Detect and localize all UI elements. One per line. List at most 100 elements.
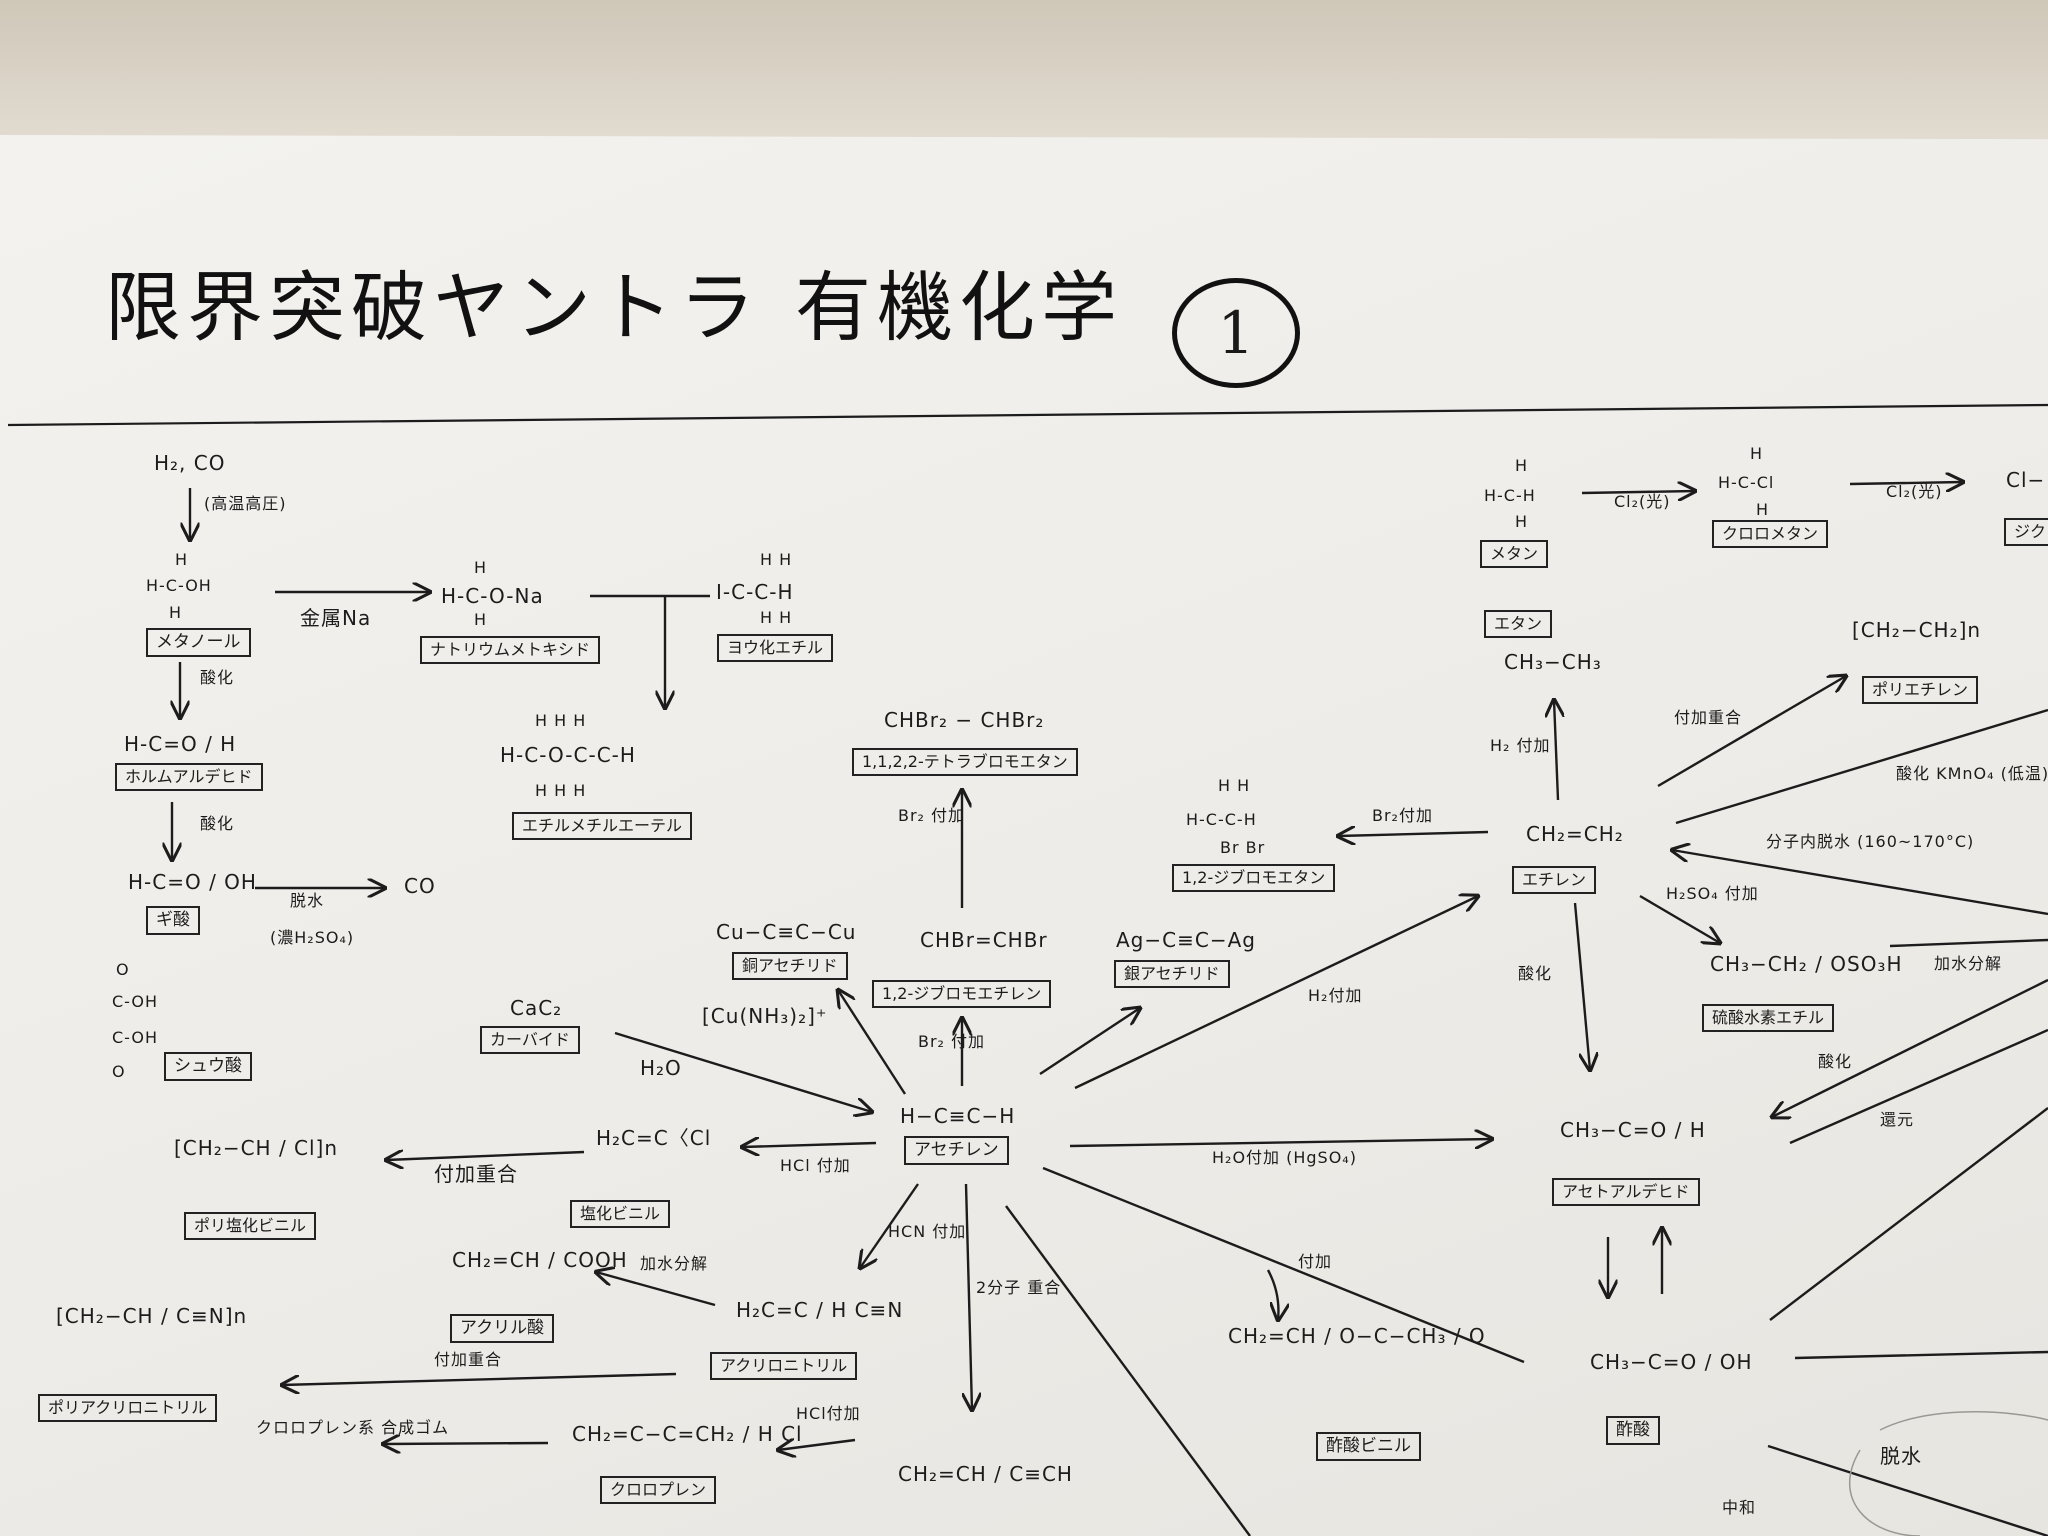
na-methoxide-h-bottom: H: [474, 610, 488, 629]
oxalic-o-top: O: [116, 960, 130, 979]
chloromethane-h-top: H: [1750, 444, 1764, 463]
copper-acetylide-label: 銅アセチリド: [732, 952, 848, 980]
neutralization-label: 中和: [1722, 1498, 1757, 1517]
vinyl-acetate-structure: CH₂=CH / O−C−CH₃ / O: [1228, 1324, 1486, 1348]
acetic-acid-structure: CH₃−C=O / OH: [1590, 1350, 1753, 1374]
ethyl-methyl-ether-structure: H-C-O-C-C-H: [500, 743, 636, 767]
pan-label: ポリアクリロニトリル: [38, 1394, 218, 1422]
iodoethane-structure: I-C-C-H: [716, 580, 794, 604]
acetaldehyde-label: アセトアルデヒド: [1552, 1178, 1700, 1206]
calcium-carbide-formula: CaC₂: [510, 996, 563, 1020]
carbide-label: カーバイド: [480, 1026, 580, 1054]
chloroprene-label: クロロプレン: [600, 1476, 717, 1504]
ethane-structure: CH₃−CH₃: [1504, 650, 1602, 674]
copper-acetylide-structure: Cu−C≡C−Cu: [716, 920, 857, 944]
dehydration-label-2: 脱水: [1880, 1444, 1922, 1468]
oxalic-c-oh-2: C-OH: [112, 1028, 159, 1047]
chloroprene-structure: CH₂=C−C=CH₂ / H Cl: [572, 1422, 803, 1446]
methane-label: メタン: [1480, 540, 1549, 568]
ethylene-structure: CH₂=CH₂: [1526, 822, 1624, 846]
water-reagent: H₂O: [640, 1056, 682, 1080]
hcn-addition-label: HCN 付加: [888, 1222, 967, 1241]
formic-acid-structure: H-C=O / OH: [128, 870, 257, 894]
methanol-structure: H-C-OH: [146, 576, 212, 595]
sheet-number-circle: 1: [1172, 278, 1300, 388]
addition-polymerization-1: 付加重合: [434, 1162, 518, 1186]
methane-structure: H-C-H: [1484, 486, 1536, 505]
vinylacetylene-structure: CH₂=CH / C≡CH: [898, 1462, 1073, 1486]
dibromoethylene-structure: CHBr=CHBr: [920, 928, 1048, 952]
metal-na-reagent: 金属Na: [300, 606, 372, 630]
condition-high-temp-pressure: (高温高圧): [204, 494, 287, 513]
oxalic-c-oh-1: C-OH: [112, 992, 159, 1011]
next-product-cut: Cl−: [2006, 468, 2046, 492]
h2so4-addition: H₂SO₄ 付加: [1666, 884, 1759, 903]
pvc-label: ポリ塩化ビニル: [184, 1212, 317, 1240]
formic-acid-label: ギ酸: [146, 906, 200, 935]
acetic-acid-label: 酢酸: [1606, 1416, 1660, 1445]
chloromethane-h-bottom: H: [1756, 500, 1770, 519]
polyethylene-label: ポリエチレン: [1862, 676, 1979, 704]
acetylene-label: アセチレン: [904, 1136, 1009, 1165]
ethyl-hydrogen-sulfate-label: 硫酸水素エチル: [1702, 1004, 1835, 1032]
tetrabromoethane-label: 1,1,2,2-テトラブロモエタン: [852, 748, 1078, 776]
br2-addition-1: Br₂ 付加: [898, 806, 966, 825]
ethylene-label: エチレン: [1512, 866, 1597, 894]
acrylic-acid-label: アクリル酸: [450, 1314, 555, 1343]
silver-acetylide-structure: Ag−C≡C−Ag: [1116, 928, 1256, 952]
hcl-addition-label: HCl 付加: [780, 1156, 851, 1175]
kmno4-oxidation: 酸化 KMnO₄ (低温): [1896, 764, 2048, 783]
hcl-addition-label-2: HCl付加: [796, 1404, 861, 1423]
methanol-label: メタノール: [146, 628, 251, 657]
iodoethane-h-top: H H: [760, 550, 793, 569]
reduction-label: 還元: [1880, 1110, 1915, 1129]
dibromoethylene-label: 1,2-ジブロモエチレン: [872, 980, 1052, 1008]
copper-ammine-complex: [Cu(NH₃)₂]⁺: [702, 1004, 828, 1028]
methanol-h-bottom: H: [169, 603, 183, 622]
h2o-addition-label: H₂O付加 (HgSO₄): [1212, 1148, 1357, 1167]
oxidation-label-2: 酸化: [200, 814, 235, 833]
oxidation-label-4: 酸化: [1818, 1052, 1853, 1071]
chloromethane-label: クロロメタン: [1712, 520, 1829, 548]
page-title: 限界突破ヤントラ: [105, 263, 761, 352]
tetrabromoethane-structure: CHBr₂ − CHBr₂: [884, 708, 1045, 732]
ether-h-top: H H H: [535, 711, 587, 730]
ethyl-methyl-ether-label: エチルメチルエーテル: [512, 812, 693, 840]
acrylonitrile-structure: H₂C=C / H C≡N: [736, 1298, 904, 1322]
pan-structure: [CH₂−CH / C≡N]n: [56, 1304, 248, 1328]
h2-co-reactant: H₂, CO: [154, 451, 226, 475]
dehydration-label: 脱水: [290, 891, 325, 910]
cl2-light-2: Cl₂(光): [1886, 482, 1943, 501]
acrylic-acid-structure: CH₂=CH / COOH: [452, 1248, 628, 1272]
acrylonitrile-label: アクリロニトリル: [710, 1352, 858, 1380]
methane-h-top: H: [1515, 456, 1529, 475]
br2-addition-3: Br₂付加: [1372, 806, 1433, 825]
ethyl-hydrogen-sulfate-structure: CH₃−CH₂ / OSO₃H: [1710, 952, 1903, 976]
dibromoethane-structure: H-C-C-H: [1186, 810, 1257, 829]
page-subtitle: 有機化学: [795, 263, 1123, 352]
polyethylene-structure: [CH₂−CH₂]n: [1852, 618, 1982, 642]
oxalic-acid-label: シュウ酸: [164, 1052, 252, 1081]
next-product-cut-label: ジク: [2004, 518, 2048, 546]
iodoethane-label: ヨウ化エチル: [717, 634, 834, 662]
dibromoethane-br-bottom: Br Br: [1220, 838, 1266, 857]
ethane-label: エタン: [1484, 610, 1553, 638]
addition-polymerization-2: 付加重合: [434, 1350, 503, 1369]
chloroprene-rubber: クロロプレン系 合成ゴム: [256, 1418, 450, 1437]
oxalic-o-bottom: O: [112, 1062, 126, 1081]
br2-addition-2: Br₂ 付加: [918, 1032, 986, 1051]
iodoethane-h-bottom: H H: [760, 608, 793, 627]
addition-label: 付加: [1298, 1252, 1333, 1271]
na-methoxide-h-top: H: [474, 558, 488, 577]
pvc-structure: [CH₂−CH / Cl]n: [174, 1136, 339, 1160]
addition-polymerization-3: 付加重合: [1674, 708, 1743, 727]
chloromethane-structure: H-C-Cl: [1718, 473, 1775, 492]
formaldehyde-label: ホルムアルデヒド: [115, 763, 263, 791]
ether-h-bottom: H H H: [535, 781, 587, 800]
vinyl-chloride-label: 塩化ビニル: [570, 1200, 671, 1228]
sheet-number: 1: [1217, 299, 1255, 367]
hydrolysis-label-2: 加水分解: [1934, 954, 2003, 973]
methanol-h-top: H: [175, 550, 189, 569]
silver-acetylide-label: 銀アセチリド: [1114, 960, 1230, 988]
formaldehyde-structure: H-C=O / H: [124, 732, 237, 756]
